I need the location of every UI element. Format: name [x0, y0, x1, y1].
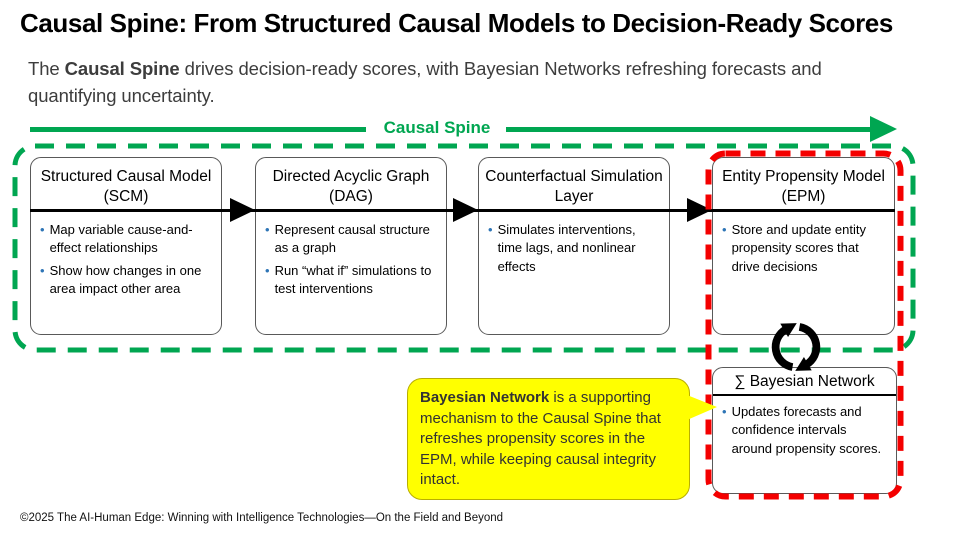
bullet-text: Represent causal structure as a graph	[274, 222, 430, 256]
box-counterfactual-body: • Simulates interventions, time lags, and…	[479, 212, 669, 276]
callout-emphasis: Bayesian Network	[420, 389, 550, 406]
bullet-text: Updates forecasts and confidence interva…	[731, 404, 882, 456]
spine-arrow-line-left	[30, 127, 366, 132]
bullet-icon: •	[488, 222, 493, 237]
spine-arrow-label: Causal Spine	[383, 118, 491, 137]
epm-bayesian-group-outline	[705, 150, 904, 500]
box-epm-title: Entity Propensity Model (EPM)	[722, 167, 885, 205]
box-scm: Structured Causal Model (SCM) •Map varia…	[30, 157, 222, 335]
spine-arrowhead-icon	[870, 116, 897, 142]
box-counterfactual-title: Counterfactual Simulation Layer	[485, 167, 663, 205]
subtitle: The Causal Spine drives decision-ready s…	[28, 56, 900, 110]
box-scm-body: •Map variable cause-and-effect relations…	[31, 212, 221, 299]
box-bayesian-network: ∑ Bayesian Network • Updates forecasts an…	[712, 367, 897, 494]
right-arrowhead-icon	[453, 198, 478, 222]
bullet-text: Map variable cause-and-effect relationsh…	[49, 222, 193, 256]
causal-spine-group-outline	[12, 143, 916, 353]
bullet-text: Simulates interventions, time lags, and …	[497, 222, 636, 274]
box-bayesian-title: ∑ Bayesian Network	[713, 368, 896, 396]
bullet-icon: •	[722, 404, 727, 419]
bullet-icon: •	[40, 222, 45, 237]
list-item: • Represent causal structure as a graph	[265, 221, 438, 258]
box-scm-title: Structured Causal Model (SCM)	[40, 167, 212, 205]
refresh-cycle-icon	[771, 323, 821, 371]
box-dag-body: •Represent causal structure as a graph •…	[256, 212, 446, 299]
right-arrowhead-icon	[230, 198, 255, 222]
list-item: • Simulates interventions, time lags, and…	[488, 221, 661, 276]
subtitle-emphasis: Causal Spine	[64, 58, 180, 79]
box-dag-title: Directed Acyclic Graph (DAG)	[272, 167, 430, 205]
bullet-text: Run “what if” simulations to test interv…	[274, 262, 432, 297]
bullet-icon: •	[265, 262, 270, 278]
box-counterfactual: Counterfactual Simulation Layer • Simulat…	[478, 157, 670, 335]
subtitle-rest: drives decision-ready scores, with Bayes…	[28, 58, 822, 106]
bullet-icon: •	[40, 262, 45, 278]
bullet-text: Store and update entity propensity score…	[731, 222, 866, 274]
list-item: •Run “what if” simulations to test inter…	[265, 262, 438, 299]
callout-pointer-icon	[687, 395, 717, 420]
box-bayesian-body: • Updates forecasts and confidence interv…	[713, 396, 896, 458]
list-item: •Show how changes in one area impact oth…	[40, 262, 213, 299]
box-epm: Entity Propensity Model (EPM) • Store and…	[712, 157, 895, 335]
box-epm-body: • Store and update entity propensity scor…	[713, 212, 894, 276]
list-item: • Map variable cause-and-effect relations…	[40, 221, 213, 258]
list-item: • Store and update entity propensity scor…	[722, 221, 886, 276]
subtitle-lead: The	[28, 58, 65, 79]
spine-arrow-line-right	[506, 127, 872, 132]
bullet-icon: •	[722, 222, 727, 237]
page-title: Causal Spine: From Structured Causal Mod…	[20, 8, 893, 38]
callout-rest: is a supporting mechanism to the Causal …	[420, 389, 661, 489]
bayesian-callout: Bayesian Network is a supporting mechani…	[407, 378, 690, 500]
bullet-icon: •	[265, 222, 270, 237]
box-dag: Directed Acyclic Graph (DAG) •Represent …	[255, 157, 447, 335]
copyright-footer: ©2025 The AI-Human Edge: Winning with In…	[20, 512, 504, 524]
list-item: • Updates forecasts and confidence interv…	[722, 403, 888, 458]
bullet-text: Show how changes in one area impact othe…	[49, 262, 202, 297]
